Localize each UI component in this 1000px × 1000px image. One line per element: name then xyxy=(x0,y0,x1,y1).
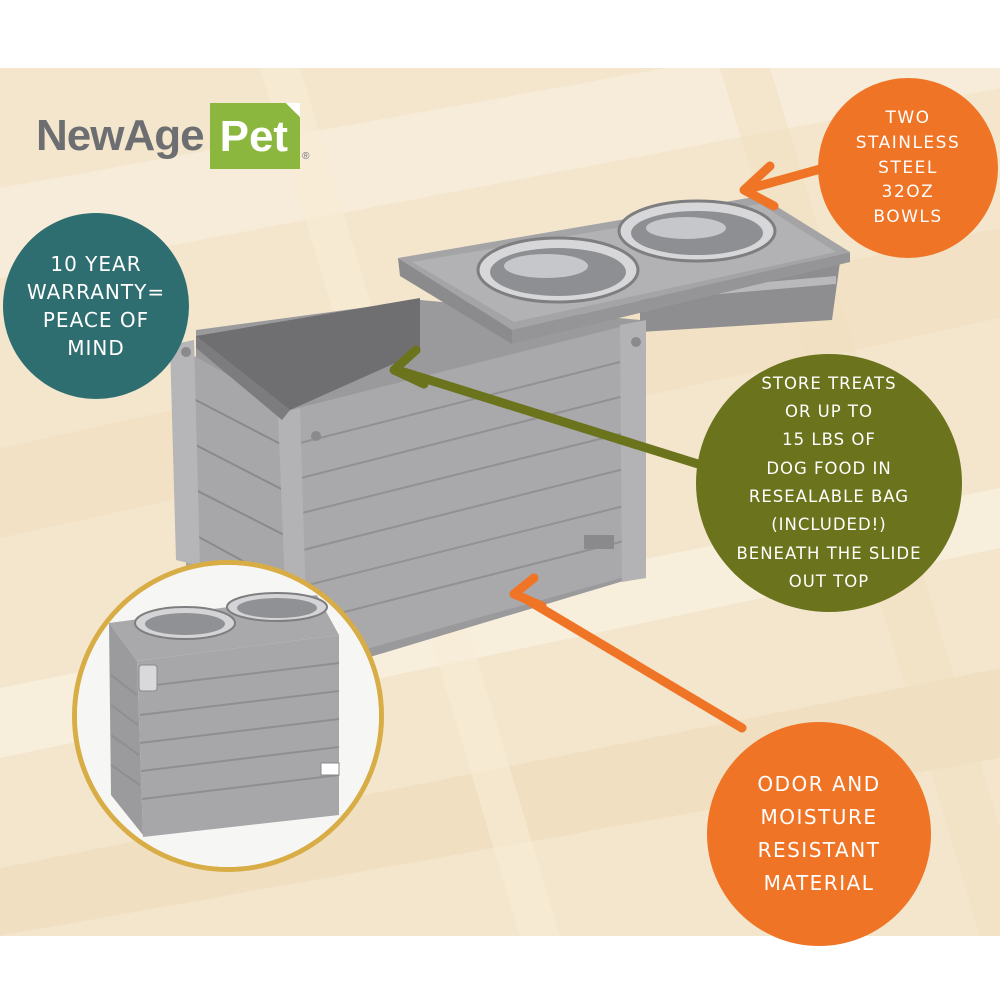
material-callout: ODOR AND MOISTURE RESISTANT MATERIAL xyxy=(707,722,931,946)
registered-mark: ® xyxy=(302,151,310,162)
closed-feeder-illustration xyxy=(77,565,379,867)
newagepet-logo: NewAge Pet ® xyxy=(36,96,309,176)
warranty-text: 10 YEAR WARRANTY= PEACE OF MIND xyxy=(26,252,166,360)
storage-text: STORE TREATS OR UP TO 15 LBS OF DOG FOOD… xyxy=(736,373,922,592)
logo-wordmark: NewAge xyxy=(36,111,205,160)
logo-accent: Pet xyxy=(209,103,301,169)
storage-callout: STORE TREATS OR UP TO 15 LBS OF DOG FOOD… xyxy=(696,354,962,612)
warranty-callout: 10 YEAR WARRANTY= PEACE OF MIND xyxy=(3,213,189,399)
bowls-text: TWO STAINLESS STEEL 32OZ BOWLS xyxy=(855,108,961,227)
material-text: ODOR AND MOISTURE RESISTANT MATERIAL xyxy=(757,772,881,895)
bowls-callout: TWO STAINLESS STEEL 32OZ BOWLS xyxy=(818,78,998,258)
closed-view-inset xyxy=(72,560,384,872)
